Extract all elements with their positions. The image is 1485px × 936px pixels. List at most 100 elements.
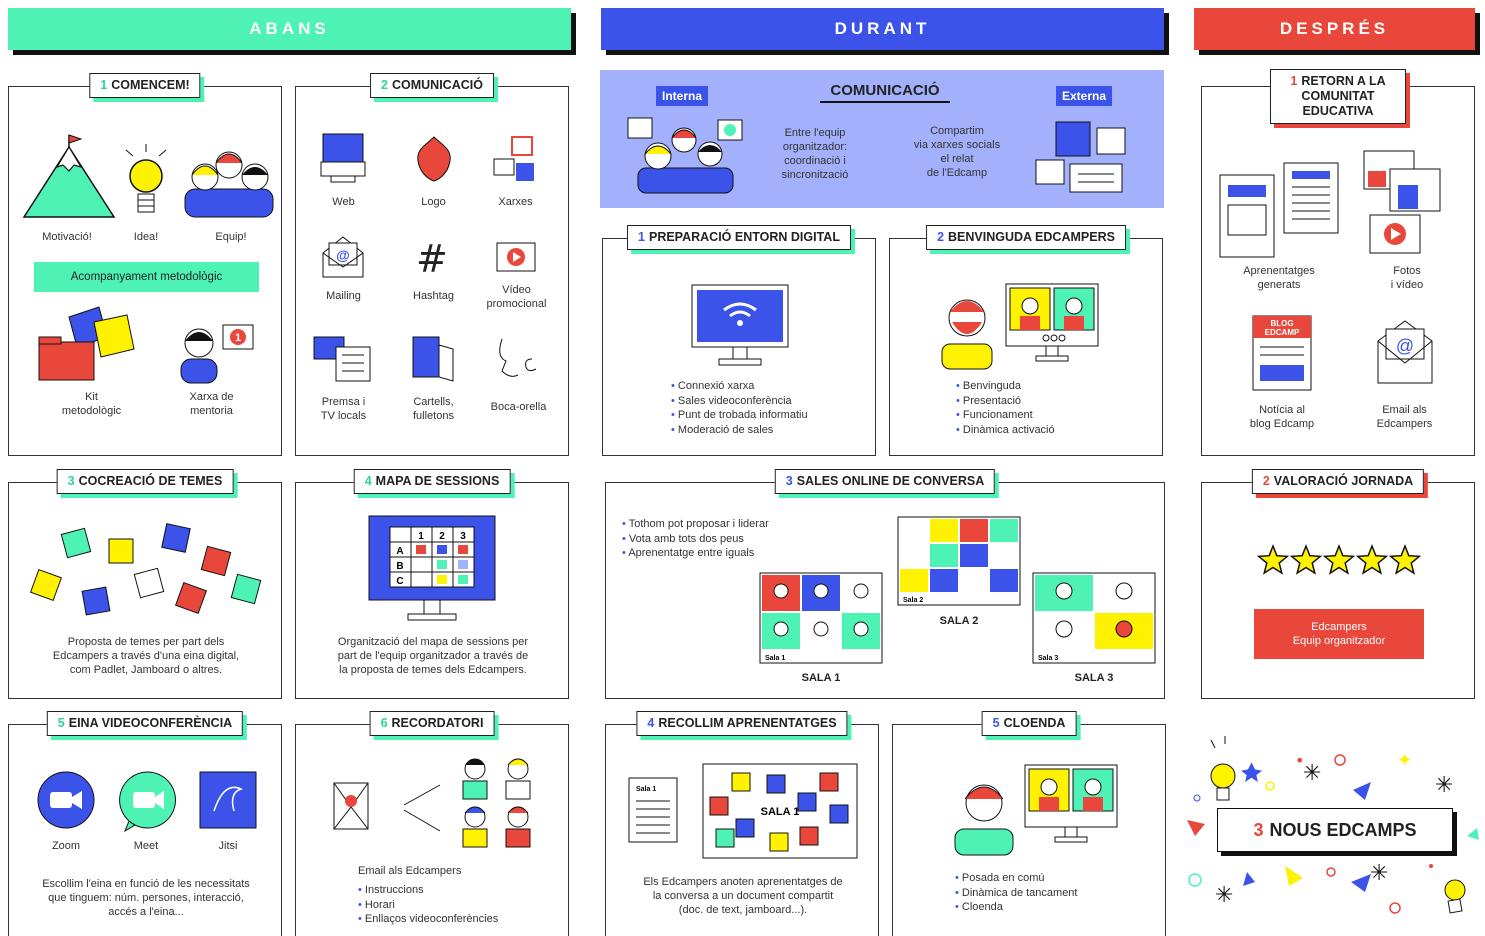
nous-edcamps-title: NOUS EDCAMPS xyxy=(1269,819,1417,840)
phase-durant: DURANT xyxy=(601,8,1164,50)
internal-team-icon xyxy=(627,117,743,194)
mailing-icon: @ xyxy=(322,236,364,278)
label-kit: Kit metodològic xyxy=(61,391,122,417)
interna-text: Entre l'equip organitzador: coordinació … xyxy=(781,127,849,181)
cocreacio-description: Proposta de temes per part dels Edcamper… xyxy=(52,636,240,676)
svg-text:@: @ xyxy=(1396,336,1414,356)
label-idea: Idea! xyxy=(133,231,159,243)
svg-text:C: C xyxy=(396,576,403,587)
svg-text:Sala 1: Sala 1 xyxy=(636,786,656,793)
social-networks-icon xyxy=(493,136,534,181)
label-motivacio: Motivació! xyxy=(42,231,92,243)
rating-star xyxy=(1256,543,1290,575)
externa-text: Compartim via xarxes socials el relat de… xyxy=(913,125,1001,179)
label-boca-orella: Boca-orella xyxy=(490,401,547,413)
badge-externa: Externa xyxy=(1056,86,1113,106)
svg-text:✳: ✳ xyxy=(1435,773,1453,798)
acompanyament-bar: Acompanyament metodològic xyxy=(34,262,259,292)
wifi-monitor-icon xyxy=(691,284,789,366)
svg-text:A: A xyxy=(396,546,403,557)
team-icon xyxy=(184,151,274,218)
room2-label: SALA 2 xyxy=(939,615,979,627)
label-email-edcampers: Email als Edcampers xyxy=(1376,404,1433,430)
lightbulb-icon xyxy=(125,144,167,213)
learning-documents-icon xyxy=(1219,162,1339,258)
svg-text:•: • xyxy=(1295,751,1304,770)
room1-label: SALA 1 xyxy=(801,672,841,684)
svg-text:✦: ✦ xyxy=(1397,750,1412,771)
svg-text:Sala 3: Sala 3 xyxy=(1038,655,1058,662)
label-jitsi: Jitsi xyxy=(218,840,238,852)
label-logo: Logo xyxy=(421,196,446,208)
phase-abans: ABANS xyxy=(8,8,571,50)
mountain-icon xyxy=(22,134,116,218)
svg-text:SALA 1: SALA 1 xyxy=(761,806,800,818)
web-laptop-icon xyxy=(320,133,366,183)
rating-star xyxy=(1322,543,1356,575)
jamboard-icon: SALA 1 xyxy=(702,763,858,859)
label-meet: Meet xyxy=(133,840,159,852)
label-fotos: Fotos i vídeo xyxy=(1390,265,1424,291)
label-xarxes: Xarxes xyxy=(498,196,533,208)
zoom-icon xyxy=(37,771,95,829)
label-equip: Equip! xyxy=(215,231,247,243)
svg-text:3: 3 xyxy=(460,531,466,542)
svg-text:Sala 1: Sala 1 xyxy=(765,655,785,662)
svg-text:✳: ✳ xyxy=(1370,861,1388,886)
label-web: Web xyxy=(332,196,355,208)
video-icon xyxy=(496,242,536,272)
shared-document-icon: Sala 1 xyxy=(628,777,678,843)
label-mailing: Mailing xyxy=(326,290,361,302)
email-edcampers-icon: @ xyxy=(1377,320,1433,384)
label-cartells: Cartells, fulletons xyxy=(413,396,454,422)
label-zoom: Zoom xyxy=(51,840,81,852)
label-video: Vídeo promocional xyxy=(486,284,547,310)
logo-icon xyxy=(417,136,451,182)
external-social-icon xyxy=(1035,121,1126,193)
rating-star xyxy=(1289,543,1323,575)
durant-comunicacio-banner: Interna Externa COMUNICACIÓ Entre l'equi… xyxy=(600,70,1164,208)
svg-text:✳: ✳ xyxy=(1303,761,1321,786)
preparacio-bullets: Connexió xarxaSales videoconferènciaPunt… xyxy=(671,379,808,437)
rating-star xyxy=(1355,543,1389,575)
nous-edcamps-number: 3 xyxy=(1253,819,1264,840)
rating-star xyxy=(1388,543,1422,575)
email-reminder-icon xyxy=(333,758,531,848)
sticky-notes-icon xyxy=(29,523,262,616)
svg-text:B: B xyxy=(396,561,403,572)
room1-video-grid: Sala 1 xyxy=(759,572,883,664)
svg-text:@: @ xyxy=(336,247,350,263)
word-of-mouth-icon xyxy=(499,338,537,377)
session-map-monitor-icon: 1 2 3 A B C xyxy=(368,515,496,621)
svg-text:✳: ✳ xyxy=(1215,883,1233,908)
jitsi-icon xyxy=(199,771,257,829)
benvinguda-bullets: BenvingudaPresentacióFuncionamentDinàmic… xyxy=(956,379,1055,437)
sales-bullets: Tothom pot proposar i liderarVota amb to… xyxy=(622,517,768,561)
room2-video-grid: Sala 2 xyxy=(897,516,1021,606)
